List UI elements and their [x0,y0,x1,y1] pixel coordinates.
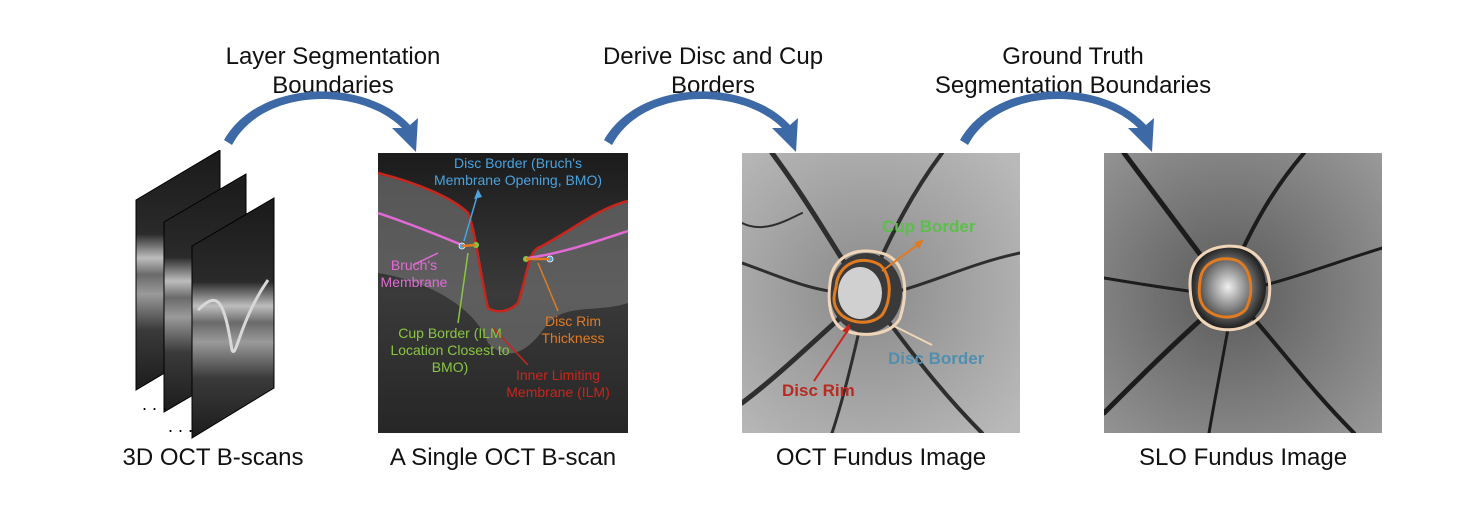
slo-vessel-5 [1252,246,1382,290]
slo-disc-border [1188,244,1272,332]
label-cup-border: Cup Border (ILM Location Closest to BMO) [390,325,510,375]
label-ilm: Inner Limiting Membrane (ILM) [506,367,610,400]
slo-fundus-panel [1104,153,1382,433]
single-bscan-panel: Disc Border (Bruch's Membrane Opening, B… [378,153,628,433]
oct-rim-arrow [813,326,851,382]
caption-slo-fundus: SLO Fundus Image [1138,444,1348,471]
vessel-8 [742,212,803,229]
oct-cup-border [832,258,891,324]
bscan-slice-front [191,197,275,439]
label-cup-border-fundus: Cup Border [882,217,976,236]
cup-arrow [457,252,469,324]
step-label-derive-borders: Derive Disc and Cup Borders [602,43,824,99]
stack-dots-2: . . . [168,416,193,436]
curved-arrow-3 [960,91,1154,152]
oct-disc-arrow [891,324,933,346]
slo-vessel-7 [1207,321,1231,433]
label-disc-rim-thickness: Disc Rim Thickness [541,313,605,346]
ilm-line [378,171,628,313]
label-disc-rim-fundus: Disc Rim [782,381,855,400]
caption-single-bscan: A Single OCT B-scan [389,444,617,471]
oct-cup-region [838,267,882,319]
curved-arrow-1 [224,91,418,152]
rim-thickness-left [461,243,477,248]
curved-arrow-2 [604,91,798,152]
caption-3d-oct-bscans: 3D OCT B-scans [122,444,304,471]
oct-cup-arrowhead [914,239,924,249]
stack-dots-1: . . . [142,394,167,414]
retina-tissue [378,173,628,354]
caption-oct-fundus: OCT Fundus Image [775,444,987,471]
oct-disc-border [827,249,907,336]
bruchs-arrow [412,252,439,266]
label-disc-border-bmo: Disc Border (Bruch's Membrane Opening, B… [433,155,603,188]
bruchs-membrane-line [378,211,628,260]
bscan-stack: . . . . . . [128,150,278,440]
label-disc-border-fundus: Disc Border [888,349,985,368]
step-label-ground-truth: Ground Truth Segmentation Boundaries [934,43,1212,99]
bmo-arrow [463,192,479,242]
oct-cup-arrow [881,242,921,272]
oct-fundus-panel: Cup Border Disc Border Disc Rim [742,153,1020,433]
slo-cup-border [1197,257,1253,319]
slo-vessel-4 [1247,311,1356,433]
bmo-arrowhead [474,189,482,199]
ilm-arrow [492,327,529,366]
oct-rim-arrowhead [842,323,850,333]
bscan-front-cup [196,279,270,354]
label-bruchs-membrane: Bruch's Membrane [380,257,448,290]
rim-arrow [537,262,559,312]
step-label-layer-segmentation: Layer Segmentation Boundaries [225,43,441,99]
